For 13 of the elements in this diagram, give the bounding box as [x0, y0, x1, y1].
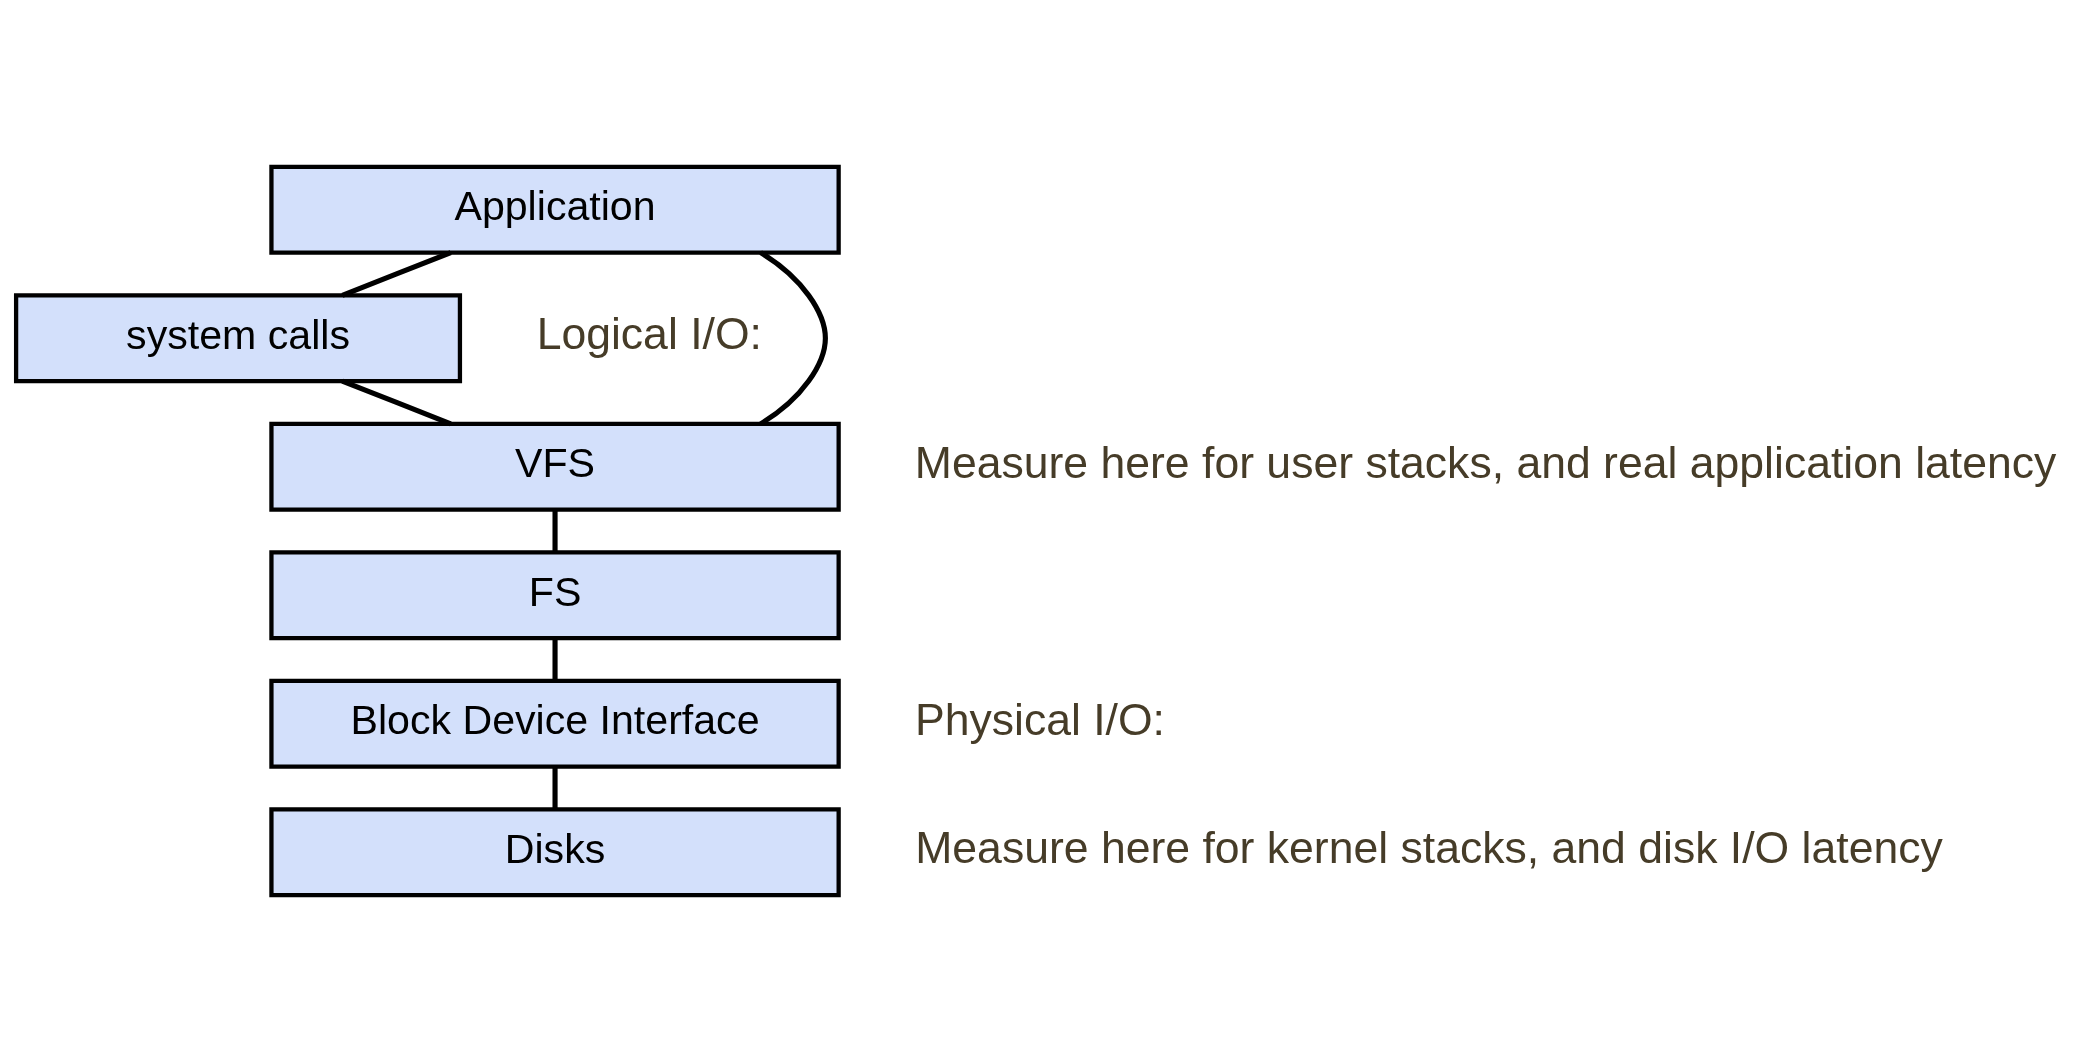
node-box: system calls — [13, 293, 463, 384]
label: Measure here for user stacks, and real application latency — [914, 437, 2057, 487]
node-box: VFS — [269, 421, 841, 512]
label: Measure here for kernel stacks, and disk I/O latency — [915, 823, 1943, 873]
label: Logical I/O: — [536, 309, 762, 359]
node-box: Application — [269, 164, 841, 255]
connector — [552, 510, 558, 552]
connector — [552, 638, 558, 681]
node-box: Block Device Interface — [269, 678, 841, 769]
connector — [552, 767, 558, 809]
node-box: Disks — [269, 807, 841, 898]
label: Physical I/O: — [914, 694, 1166, 744]
node-box: FS — [269, 550, 841, 641]
